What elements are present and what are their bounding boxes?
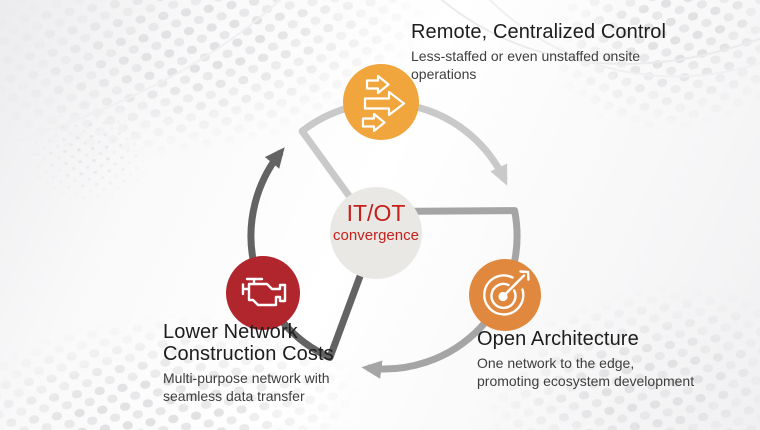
node-title: Remote, Centralized Control	[411, 21, 667, 43]
node-lower-network-costs	[226, 256, 300, 330]
center-subtitle: convergence	[333, 227, 419, 244]
wave-line	[0, 0, 282, 148]
engine-icon	[241, 277, 287, 307]
target-dart-icon	[483, 270, 530, 316]
center-label: IT/OT convergence	[291, 201, 461, 245]
label-remote-centralized-control: Remote, Centralized Control Less-staffed…	[411, 21, 701, 83]
node-title: Lower Network Construction Costs	[163, 321, 334, 365]
center-title: IT/OT	[346, 200, 406, 226]
node-title: Open Architecture	[477, 328, 639, 350]
node-circle	[226, 256, 300, 330]
node-open-architecture	[469, 259, 541, 331]
node-circle	[343, 64, 419, 140]
wave-line	[488, 0, 760, 78]
center-disc	[330, 187, 422, 279]
node-remote-centralized-control	[343, 64, 419, 140]
node-description: Multi-purpose network with seamless data…	[163, 370, 330, 404]
merge-arrows-icon	[361, 74, 406, 133]
node-description: One network to the edge, promoting ecosy…	[477, 355, 695, 389]
node-description: Less-staffed or even unstaffed onsite op…	[411, 48, 641, 82]
label-lower-network-costs: Lower Network Construction Costs Multi-p…	[163, 321, 393, 405]
label-open-architecture: Open Architecture One network to the edg…	[477, 328, 747, 390]
